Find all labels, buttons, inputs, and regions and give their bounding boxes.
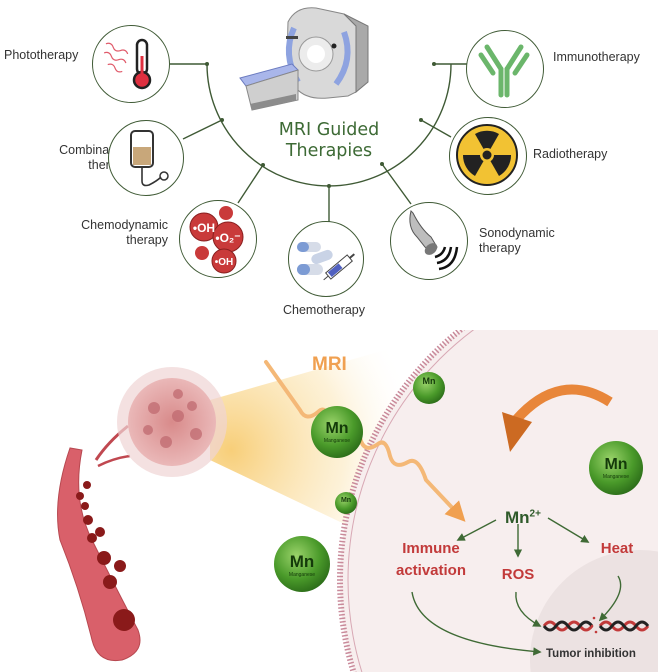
chemodynamic-label-line-2: therapy [126, 233, 168, 247]
radiotherapy-label: Radiotherapy [533, 147, 608, 161]
chemodynamic-therapy-label: Chemodynamic therapy [70, 218, 168, 248]
ros-oh-label-2: •OH [215, 257, 234, 268]
therapy-connector-lines [170, 62, 467, 225]
broken-dna-icon [542, 616, 650, 634]
tumor-mass [117, 367, 227, 477]
phototherapy-label: Phototherapy [4, 48, 79, 62]
ros-superoxide-label: •O₂⁻ [215, 231, 240, 245]
thermometer-icon [103, 38, 152, 90]
therapy-node-immunotherapy [466, 30, 544, 108]
title-line-2: Therapies [285, 141, 373, 161]
ros-label: ROS [501, 566, 535, 583]
mri-label: MRI [312, 354, 347, 375]
mri-scanner-icon [236, 4, 386, 116]
chemodynamic-label-line-1: Chemodynamic [81, 218, 168, 232]
radiation-icon [456, 124, 518, 186]
mn-ion-label: Mn2+ [505, 508, 541, 527]
therapy-node-chemodynamic: •OH •O₂⁻ •OH [179, 200, 257, 278]
mechanism-illustration [57, 330, 658, 672]
uptake-arrow [512, 384, 613, 424]
immunotherapy-label: Immunotherapy [553, 50, 640, 64]
ros-oh-label: •OH [193, 221, 215, 235]
mn-particle-label-4: Mn Manganese [288, 552, 316, 578]
cell-membrane [337, 330, 466, 672]
antibody-icon [478, 44, 530, 98]
therapy-node-sonodynamic [390, 202, 468, 280]
mn-particle-label-1: Mn [422, 376, 436, 386]
mn-particle-label-3: Mn [340, 497, 352, 504]
mn-particle-label-5: Mn Manganese [602, 456, 630, 480]
iv-bag-icon [130, 130, 169, 187]
reactive-oxygen-icon: •OH •O₂⁻ •OH [189, 206, 244, 274]
tumor-inhibition-label: Tumor inhibition [546, 648, 636, 660]
therapy-node-chemotherapy [288, 221, 364, 297]
therapy-node-radiotherapy [449, 117, 527, 195]
therapy-node-combinatory [108, 120, 184, 196]
sonodynamic-label-line-2: therapy [479, 241, 521, 255]
therapy-node-phototherapy [92, 25, 170, 103]
mn-particle [274, 372, 643, 592]
immune-activation-label: Immune activation [395, 540, 467, 579]
sonodynamic-therapy-label: Sonodynamic therapy [479, 226, 555, 256]
title-line-1: MRI Guided [278, 120, 380, 140]
pills-syringe-icon [297, 242, 355, 281]
mn-particle-label-2: Mn Manganese [323, 420, 351, 444]
sonodynamic-label-line-1: Sonodynamic [479, 226, 555, 240]
diagram-title: MRI Guided Therapies [264, 120, 394, 162]
ultrasound-probe-icon [409, 210, 459, 271]
nucleus [530, 550, 658, 672]
chemotherapy-label: Chemotherapy [283, 303, 365, 317]
heat-label: Heat [600, 540, 634, 557]
